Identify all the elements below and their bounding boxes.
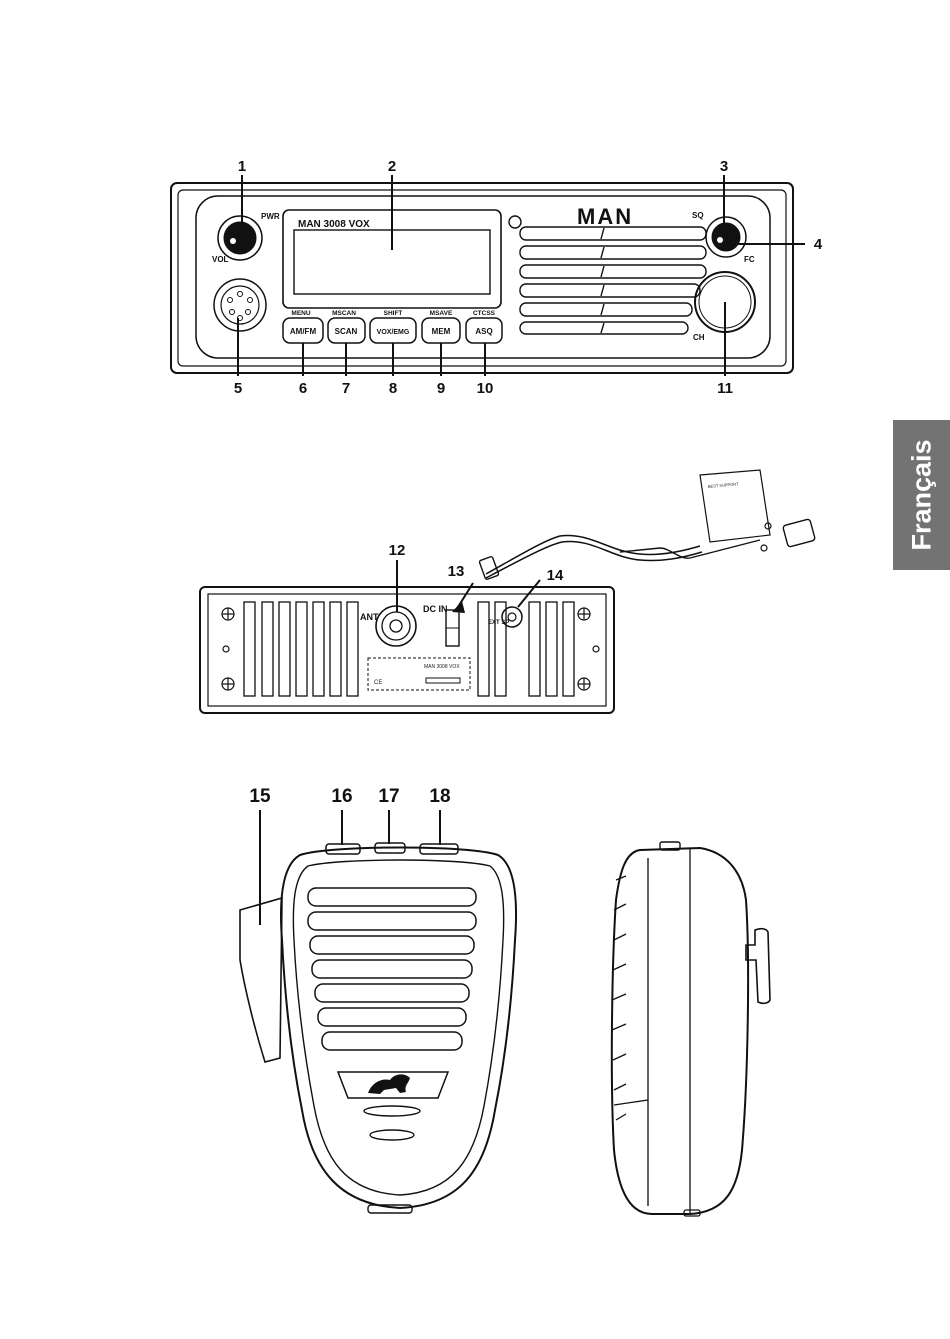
button-mem: MEM — [432, 327, 451, 336]
secondary-menu: MENU — [291, 310, 310, 317]
callout-16: 16 — [331, 786, 352, 807]
microphone-side — [612, 842, 770, 1216]
sticker-model: MAN 3008 VOX — [424, 664, 460, 670]
ch-label: CH — [693, 333, 705, 342]
model-label: MAN 3008 VOX — [298, 219, 370, 230]
callout-2: 2 — [388, 158, 396, 175]
callout-8: 8 — [389, 380, 397, 397]
button-am-fm: AM/FM — [290, 327, 317, 336]
dc-in-arrow — [452, 601, 465, 613]
callout-7: 7 — [342, 380, 350, 397]
callout-13: 13 — [448, 563, 465, 580]
callout-14: 14 — [547, 567, 564, 584]
sq-label: SQ — [692, 211, 704, 220]
secondary-shift: SHIFT — [384, 310, 403, 317]
language-tab: Français — [893, 420, 950, 570]
callout-5: 5 — [234, 380, 242, 397]
pwr-label: PWR — [261, 212, 280, 221]
mic-callout-lines — [260, 810, 440, 925]
callout-17: 17 — [378, 786, 399, 807]
brand-logo: MAN — [577, 204, 633, 229]
callout-11: 11 — [717, 380, 733, 397]
callout-6: 6 — [299, 380, 307, 397]
rear-panel — [200, 470, 815, 713]
fuse-tag: BEST SUPPORT — [708, 481, 740, 489]
fc-label: FC — [744, 255, 755, 264]
callout-3: 3 — [720, 158, 728, 175]
callout-18: 18 — [429, 786, 450, 807]
secondary-mscan: MSCAN — [332, 310, 356, 317]
callout-1: 1 — [238, 158, 246, 175]
callout-15: 15 — [249, 786, 271, 807]
ant-label: ANT — [360, 612, 379, 622]
button-vox-emg: VOX/EMG — [377, 329, 410, 336]
ext-sp-label: EXT SP — [488, 620, 509, 626]
sticker-ce: CE — [374, 680, 382, 686]
callout-9: 9 — [437, 380, 445, 397]
language-tab-label: Français — [906, 439, 937, 550]
secondary-msave: MSAVE — [430, 310, 453, 317]
vol-label: VOL — [212, 255, 229, 264]
callout-12: 12 — [389, 542, 406, 559]
dc-in-label: DC IN — [423, 604, 448, 614]
callout-10: 10 — [477, 380, 494, 397]
callout-4: 4 — [814, 236, 823, 253]
lion-icon — [368, 1074, 410, 1094]
microphone-front — [240, 843, 516, 1213]
secondary-ctcss: CTCSS — [473, 310, 496, 317]
button-scan: SCAN — [335, 327, 358, 336]
button-asq: ASQ — [475, 327, 492, 336]
